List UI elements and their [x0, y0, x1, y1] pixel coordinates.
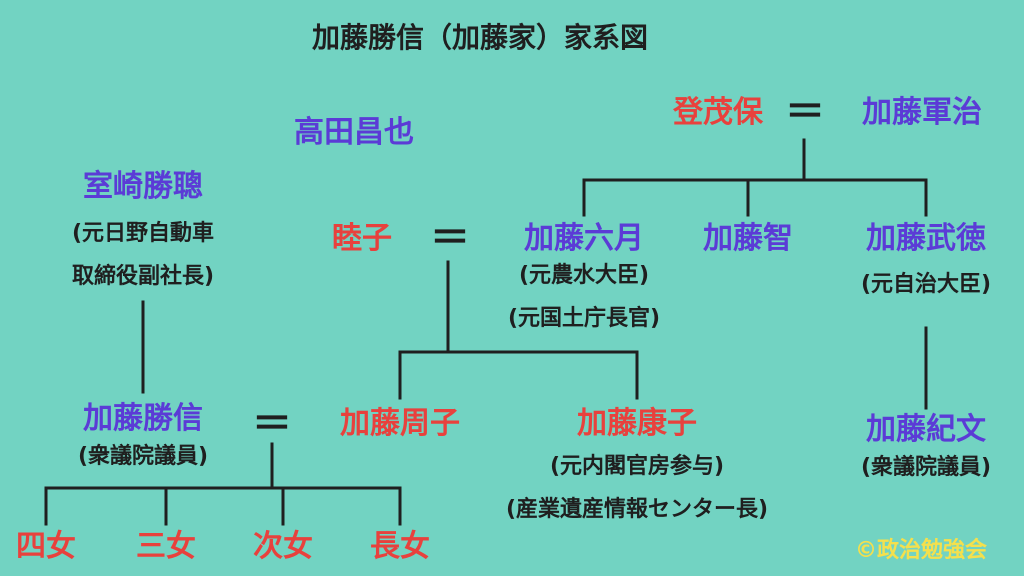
- person-mutsuko: 睦子: [332, 221, 392, 256]
- person-note: (衆議院議員): [860, 455, 992, 480]
- person-note: (産業遺産情報センター長): [505, 497, 769, 522]
- person-kato-norifumi: 加藤紀文: [866, 412, 986, 447]
- person-daughter-3: 三女: [136, 529, 196, 564]
- person-takata-masaya: 高田昌也: [294, 115, 414, 150]
- person-kato-shuko: 加藤周子: [340, 406, 460, 441]
- person-note: (元内閣官房参与): [549, 454, 725, 479]
- person-kato-gunji: 加藤軍治: [862, 95, 982, 130]
- marriage-symbol: ＝: [252, 401, 292, 447]
- person-note: (元農水大臣): [518, 263, 650, 288]
- person-kato-mutsuki: 加藤六月: [524, 221, 644, 256]
- person-note: (元自治大臣): [860, 272, 992, 297]
- person-note: 取締役副社長): [71, 264, 215, 289]
- person-daughter-2: 次女: [253, 529, 313, 564]
- person-kato-takenori: 加藤武徳: [866, 221, 986, 256]
- person-daughter-1: 長女: [370, 529, 430, 564]
- person-daughter-4: 四女: [16, 529, 76, 564]
- marriage-symbol: ＝: [430, 215, 470, 261]
- watermark: ©政治勉強会: [854, 538, 988, 563]
- marriage-symbol: ＝: [785, 89, 825, 135]
- person-note: (衆議院議員): [77, 444, 209, 469]
- person-kato-katsunobu: 加藤勝信: [83, 401, 203, 436]
- page-title: 加藤勝信（加藤家）家系図: [311, 21, 649, 54]
- person-note: (元国土庁長官): [507, 306, 661, 331]
- person-murozaki-katsuaki: 室崎勝聰: [83, 169, 203, 204]
- person-kato-yasuko: 加藤康子: [577, 406, 697, 441]
- person-kato-satoshi: 加藤智: [703, 221, 793, 256]
- person-note: (元日野自動車: [71, 221, 215, 246]
- person-to-moho: 登茂保: [673, 95, 763, 130]
